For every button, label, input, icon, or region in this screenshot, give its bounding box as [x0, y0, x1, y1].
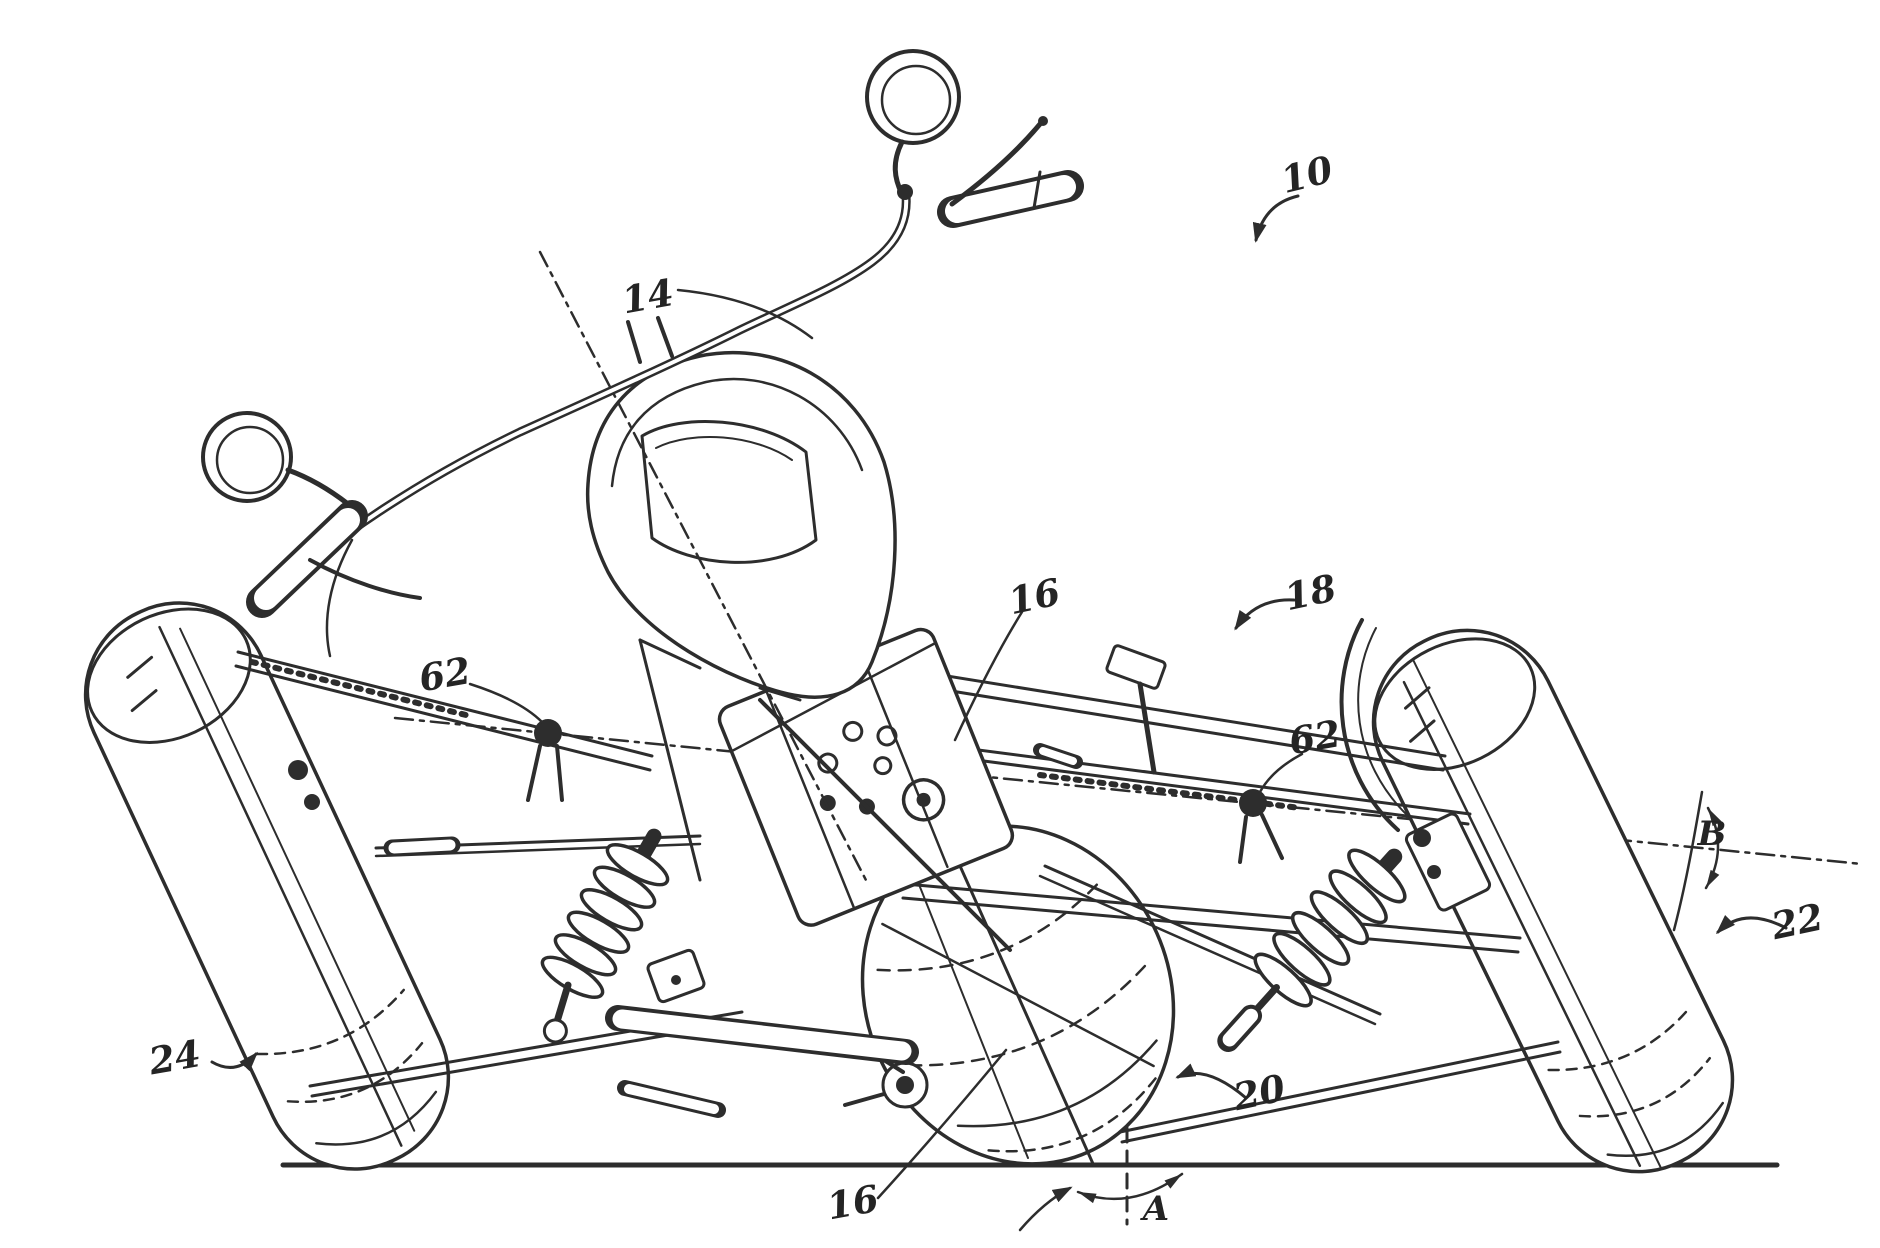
leader-62-right: [1258, 752, 1304, 794]
lean-axis-line: [393, 716, 1864, 866]
foot-pedal: [1033, 644, 1167, 775]
right-grip: [937, 116, 1084, 228]
left-shock-spring: [540, 828, 670, 1044]
engine-block: [717, 627, 1015, 927]
reference-leaders: [210, 194, 1788, 1200]
leader-62-left: [468, 682, 544, 724]
right-shock-spring: [1217, 848, 1407, 1052]
front-left-wheel: [83, 601, 451, 1171]
leader-10: [1252, 194, 1300, 243]
leader-20: [1175, 1063, 1248, 1100]
handlebar: [263, 191, 911, 603]
leader-24: [210, 1051, 259, 1072]
brake-lever: [949, 121, 1043, 207]
left-mirror: [201, 411, 351, 507]
ref-label-18: 18: [1281, 565, 1341, 619]
leader-22: [1715, 915, 1788, 935]
lean-angle-marking: [1018, 1126, 1184, 1232]
front-right-wheel: [1371, 628, 1735, 1174]
ref-label-16-top: 16: [1005, 569, 1065, 623]
left-grip: [246, 500, 422, 618]
tie-rod-ball-joints: [526, 719, 1284, 864]
ref-label-B: B: [1697, 814, 1727, 854]
ref-label-62-right: 62: [1286, 711, 1344, 763]
ref-label-22: 22: [1767, 894, 1828, 948]
windshield-nacelle: [585, 350, 897, 702]
steering-axis-line: [538, 250, 870, 886]
leader-16-top: [953, 610, 1024, 742]
ref-label-A: A: [1140, 1189, 1169, 1229]
kingpin-angle-marking: [1672, 790, 1722, 932]
leader-18: [1234, 598, 1296, 631]
right-mirror: [865, 49, 961, 200]
right-fender-stay: [1339, 618, 1400, 832]
ref-label-24: 24: [145, 1031, 204, 1083]
ref-label-16-bottom: 16: [824, 1176, 882, 1228]
ref-label-14: 14: [619, 270, 677, 322]
ref-label-10: 10: [1277, 147, 1338, 202]
leader-14: [676, 288, 814, 340]
clutch-lever: [308, 558, 422, 600]
leader-16-bottom: [876, 1048, 1008, 1200]
exhaust-assembly: [605, 948, 919, 1118]
windscreen-window: [640, 420, 818, 564]
ref-label-20: 20: [1229, 1065, 1290, 1119]
ref-label-62-left: 62: [416, 648, 474, 700]
